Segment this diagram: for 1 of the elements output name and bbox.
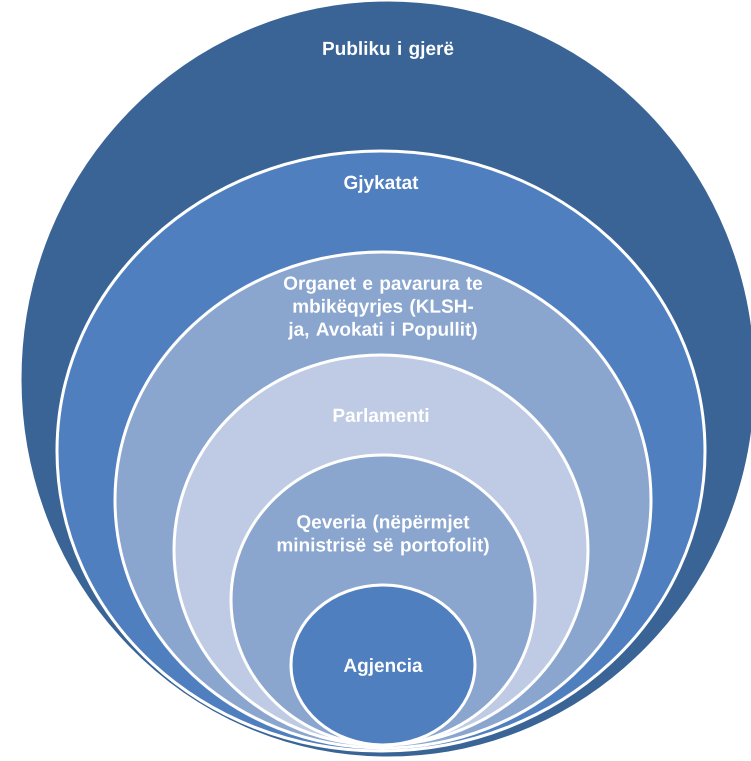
circle-band: Agjencia [290, 584, 476, 746]
